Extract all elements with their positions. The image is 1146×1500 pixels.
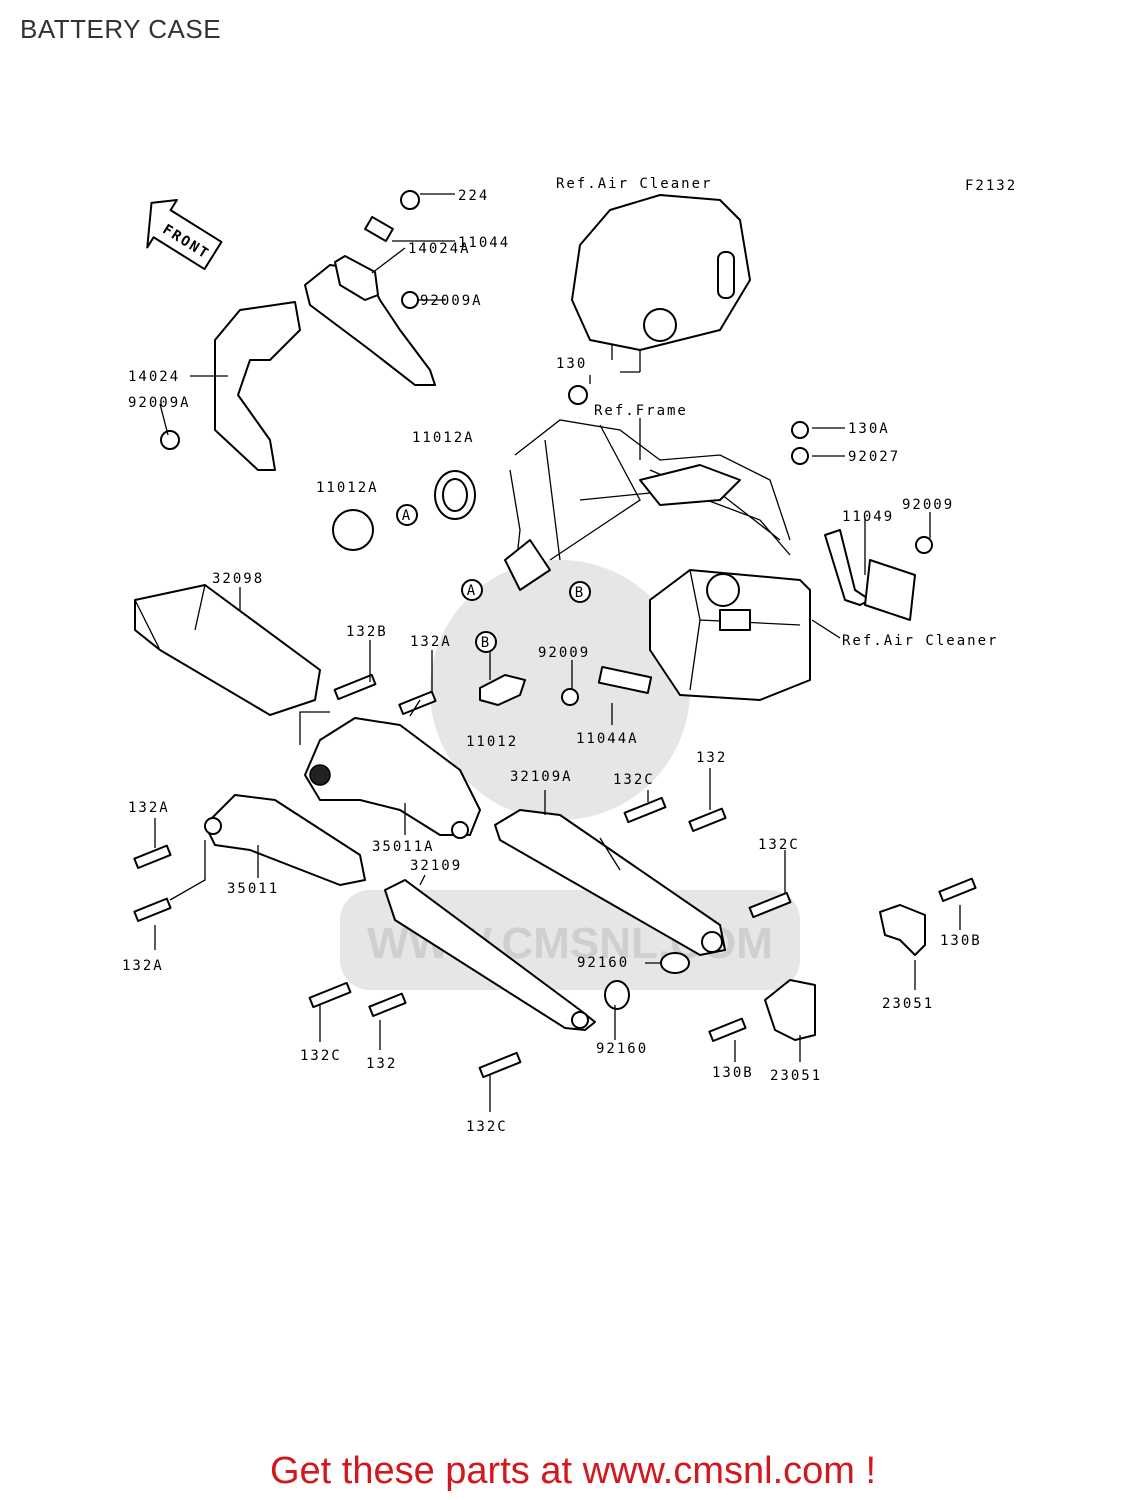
label-130B-bottom: 130B <box>712 1065 754 1081</box>
battery-case <box>649 569 811 701</box>
leader-lines <box>154 193 961 1112</box>
frame <box>504 419 791 591</box>
label-130A: 130A <box>848 421 890 437</box>
label-32109A: 32109A <box>510 769 573 785</box>
label-92160-top: 92160 <box>577 955 629 971</box>
bracket-11049 <box>824 529 916 621</box>
figure-code: F2132 <box>965 178 1017 194</box>
parts-diagram: WWW.CMSNL.COM FRONT F2132 <box>122 176 1017 1135</box>
bracket-35011A <box>304 717 481 839</box>
callouts: A A B B <box>396 504 591 653</box>
part-labels: 224 11044 14024A 92009A 14024 92009A 130… <box>122 188 982 1135</box>
bracket-35011 <box>204 794 366 886</box>
label-132-top: 132 <box>696 750 727 766</box>
label-11012A-left: 11012A <box>316 480 379 496</box>
bolts <box>133 385 977 1079</box>
plate-32109 <box>384 879 596 1031</box>
callout-a-1: A <box>402 508 412 524</box>
front-arrow-icon: FRONT <box>146 198 223 271</box>
plate-32109A <box>494 809 726 956</box>
callout-a-2: A <box>467 583 477 599</box>
label-92027: 92027 <box>848 449 900 465</box>
label-23051-bottom: 23051 <box>770 1068 822 1084</box>
label-224: 224 <box>458 188 489 204</box>
label-132-bottom: 132 <box>366 1056 397 1072</box>
label-14024: 14024 <box>128 369 180 385</box>
ref-air-cleaner-right: Ref.Air Cleaner <box>842 633 998 649</box>
battery-cover <box>160 190 436 471</box>
label-11044: 11044 <box>458 235 510 251</box>
label-92009-right: 92009 <box>902 497 954 513</box>
label-132C-bottom-left: 132C <box>300 1048 342 1064</box>
brackets-23051 <box>764 904 926 1041</box>
label-23051-right: 23051 <box>882 996 934 1012</box>
label-11049: 11049 <box>842 509 894 525</box>
promo-link[interactable]: Get these parts at www.cmsnl.com ! <box>269 1450 877 1492</box>
ref-air-cleaner-top: Ref.Air Cleaner <box>556 176 712 192</box>
label-132B: 132B <box>346 624 388 640</box>
label-132A-left-bottom: 132A <box>122 958 164 974</box>
label-92009A-top: 92009A <box>420 293 483 309</box>
label-92160-bottom: 92160 <box>596 1041 648 1057</box>
label-130B-right: 130B <box>940 933 982 949</box>
label-132C-bottom: 132C <box>466 1119 508 1135</box>
collars-92160 <box>604 952 690 1010</box>
small-brackets <box>479 421 933 706</box>
label-11012A-top: 11012A <box>412 430 475 446</box>
label-11044A: 11044A <box>576 731 639 747</box>
ref-frame: Ref.Frame <box>594 403 688 419</box>
watermark-circle <box>430 560 690 820</box>
label-132C-right: 132C <box>758 837 800 853</box>
label-35011A: 35011A <box>372 839 435 855</box>
page-title: BATTERY CASE <box>20 14 222 44</box>
air-cleaner-top <box>571 194 751 373</box>
tray-32098 <box>134 584 321 716</box>
caps <box>332 470 476 551</box>
label-92009A-left: 92009A <box>128 395 191 411</box>
label-11012: 11012 <box>466 734 518 750</box>
label-92009-mid: 92009 <box>538 645 590 661</box>
callout-b-2: B <box>481 635 491 651</box>
label-14024A: 14024A <box>408 241 471 257</box>
label-130: 130 <box>556 356 587 372</box>
callout-b-1: B <box>575 585 585 601</box>
label-35011: 35011 <box>227 881 279 897</box>
label-32109: 32109 <box>410 858 462 874</box>
label-132A-mid: 132A <box>410 634 452 650</box>
label-132A-left-top: 132A <box>128 800 170 816</box>
label-32098: 32098 <box>212 571 264 587</box>
label-132C-top: 132C <box>613 772 655 788</box>
